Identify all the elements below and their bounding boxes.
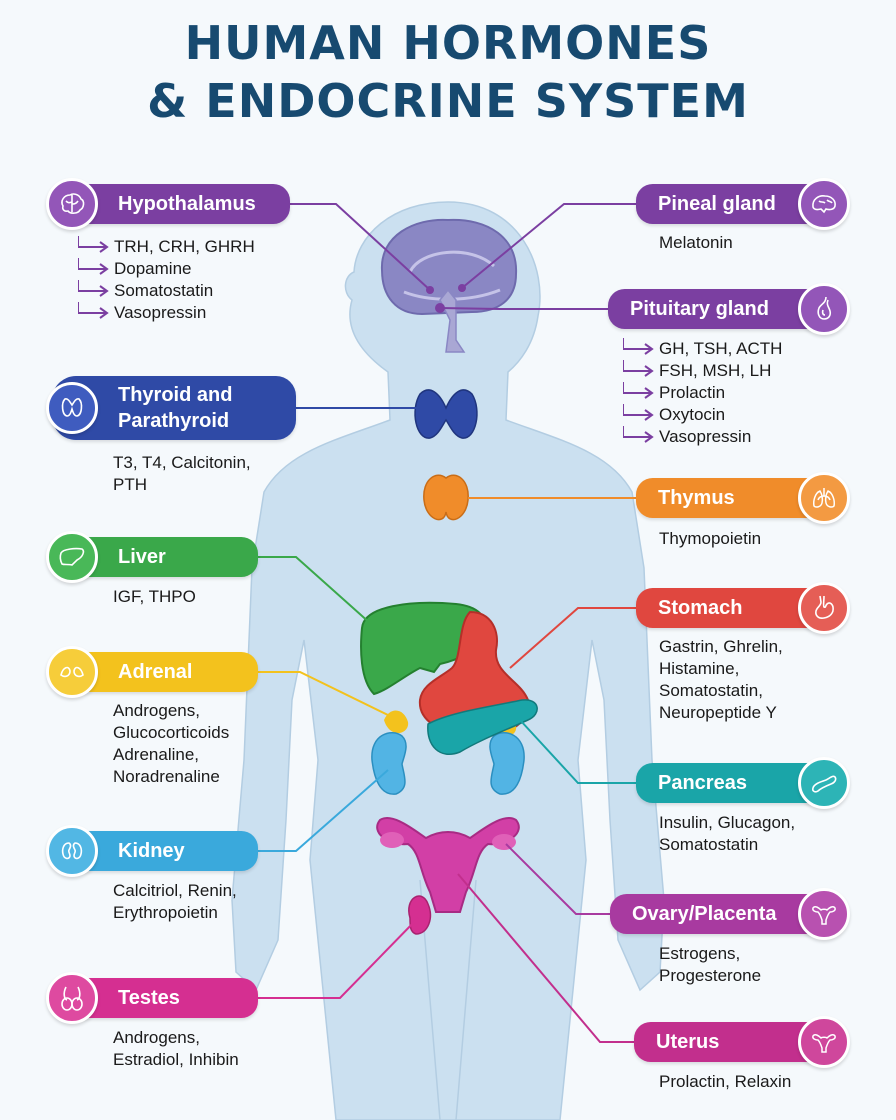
- ovary-hormones: Estrogens, Progesterone: [659, 944, 762, 985]
- title-line-1: HUMAN HORMONES: [184, 16, 712, 70]
- thyroid-organ: [414, 389, 478, 439]
- label-thymus-text: Thymus: [658, 486, 735, 509]
- ovary-right: [492, 834, 516, 850]
- brain-icon: [46, 178, 98, 230]
- label-testes-text: Testes: [118, 986, 180, 1009]
- list-item: TRH, CRH, GHRH: [78, 236, 255, 258]
- label-hypothalamus-text: Hypothalamus: [118, 192, 256, 215]
- testes-organ: [408, 895, 432, 935]
- label-ovary-text: Ovary/Placenta: [632, 902, 777, 925]
- testes-hormones: Androgens, Estradiol, Inhibin: [113, 1028, 239, 1069]
- label-thyroid-line-1: Thyroid and: [118, 384, 233, 406]
- stomach-icon: [798, 582, 850, 634]
- uterus-icon: [798, 1016, 850, 1068]
- list-item: Vasopressin: [623, 426, 782, 448]
- pancreas-hormones: Insulin, Glucagon, Somatostatin: [659, 813, 796, 854]
- thymus-hormones: Thymopoietin: [659, 529, 762, 548]
- liver-icon: [46, 531, 98, 583]
- list-item: Vasopressin: [78, 302, 255, 324]
- testes-icon: [46, 972, 98, 1024]
- pancreas-organ: [427, 699, 538, 755]
- adrenal-hormones: Androgens, Glucocorticoids Adrenaline, N…: [113, 701, 230, 786]
- list-item: Oxytocin: [623, 404, 782, 426]
- ovary-icon: [798, 888, 850, 940]
- stomach-hormones: Gastrin, Ghrelin, Histamine, Somatostati…: [659, 637, 783, 722]
- pancreas-icon: [798, 757, 850, 809]
- list-item: Somatostatin: [78, 280, 255, 302]
- thymus-icon: [798, 472, 850, 524]
- label-pancreas-text: Pancreas: [658, 771, 747, 794]
- label-thyroid-line-2: Parathyroid: [118, 410, 230, 432]
- uterus-hormones: Prolactin, Relaxin: [659, 1072, 792, 1091]
- pituitary-icon: [798, 283, 850, 335]
- thyroid-icon: [46, 382, 98, 434]
- label-liver-text: Liver: [118, 545, 166, 568]
- hypothalamus-hormones: TRH, CRH, GHRH Dopamine Somatostatin Vas…: [78, 236, 255, 324]
- thyroid-hormones: T3, T4, Calcitonin, PTH: [113, 453, 251, 494]
- label-stomach-text: Stomach: [658, 596, 743, 619]
- adrenal-left: [384, 710, 409, 734]
- pituitary-hormones: GH, TSH, ACTH FSH, MSH, LH Prolactin Oxy…: [623, 338, 782, 448]
- liver-hormones: IGF, THPO: [113, 587, 196, 606]
- page-title: HUMAN HORMONES & ENDOCRINE SYSTEM: [0, 14, 896, 130]
- brain-shape: [380, 218, 518, 316]
- pineal-hormones: Melatonin: [659, 233, 733, 252]
- list-item: FSH, MSH, LH: [623, 360, 782, 382]
- kidney-right: [489, 731, 525, 795]
- ovary-left: [380, 832, 404, 848]
- list-item: Prolactin: [623, 382, 782, 404]
- label-adrenal-text: Adrenal: [118, 660, 193, 683]
- kidney-left: [371, 731, 407, 795]
- title-line-2: & ENDOCRINE SYSTEM: [147, 74, 749, 128]
- label-pineal-text: Pineal gland: [658, 192, 776, 215]
- label-uterus-text: Uterus: [656, 1030, 720, 1053]
- label-kidney-text: Kidney: [118, 839, 185, 862]
- kidney-icon: [46, 825, 98, 877]
- connector-lines: [258, 203, 636, 1043]
- label-pituitary-text: Pituitary gland: [630, 297, 769, 320]
- adrenal-icon: [46, 646, 98, 698]
- brainstem: [439, 288, 466, 353]
- thymus-organ: [423, 474, 469, 521]
- list-item: GH, TSH, ACTH: [623, 338, 782, 360]
- list-item: Dopamine: [78, 258, 255, 280]
- pineal-brain-icon: [798, 178, 850, 230]
- kidney-hormones: Calcitriol, Renin, Erythropoietin: [113, 881, 237, 922]
